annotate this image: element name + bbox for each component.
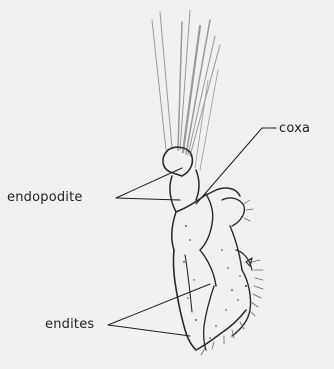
coxa-label: coxa (279, 122, 310, 135)
coxa-leader (196, 128, 276, 204)
endites-leader-upper (108, 284, 210, 325)
endites-leader-lower (108, 325, 190, 336)
endopodite-label: endopodite (7, 191, 83, 204)
endites-label: endites (45, 318, 94, 331)
appendage-outline (163, 147, 252, 350)
marginal-setules (201, 200, 263, 355)
setae (152, 10, 220, 170)
endopodite-leader-upper (116, 168, 182, 198)
